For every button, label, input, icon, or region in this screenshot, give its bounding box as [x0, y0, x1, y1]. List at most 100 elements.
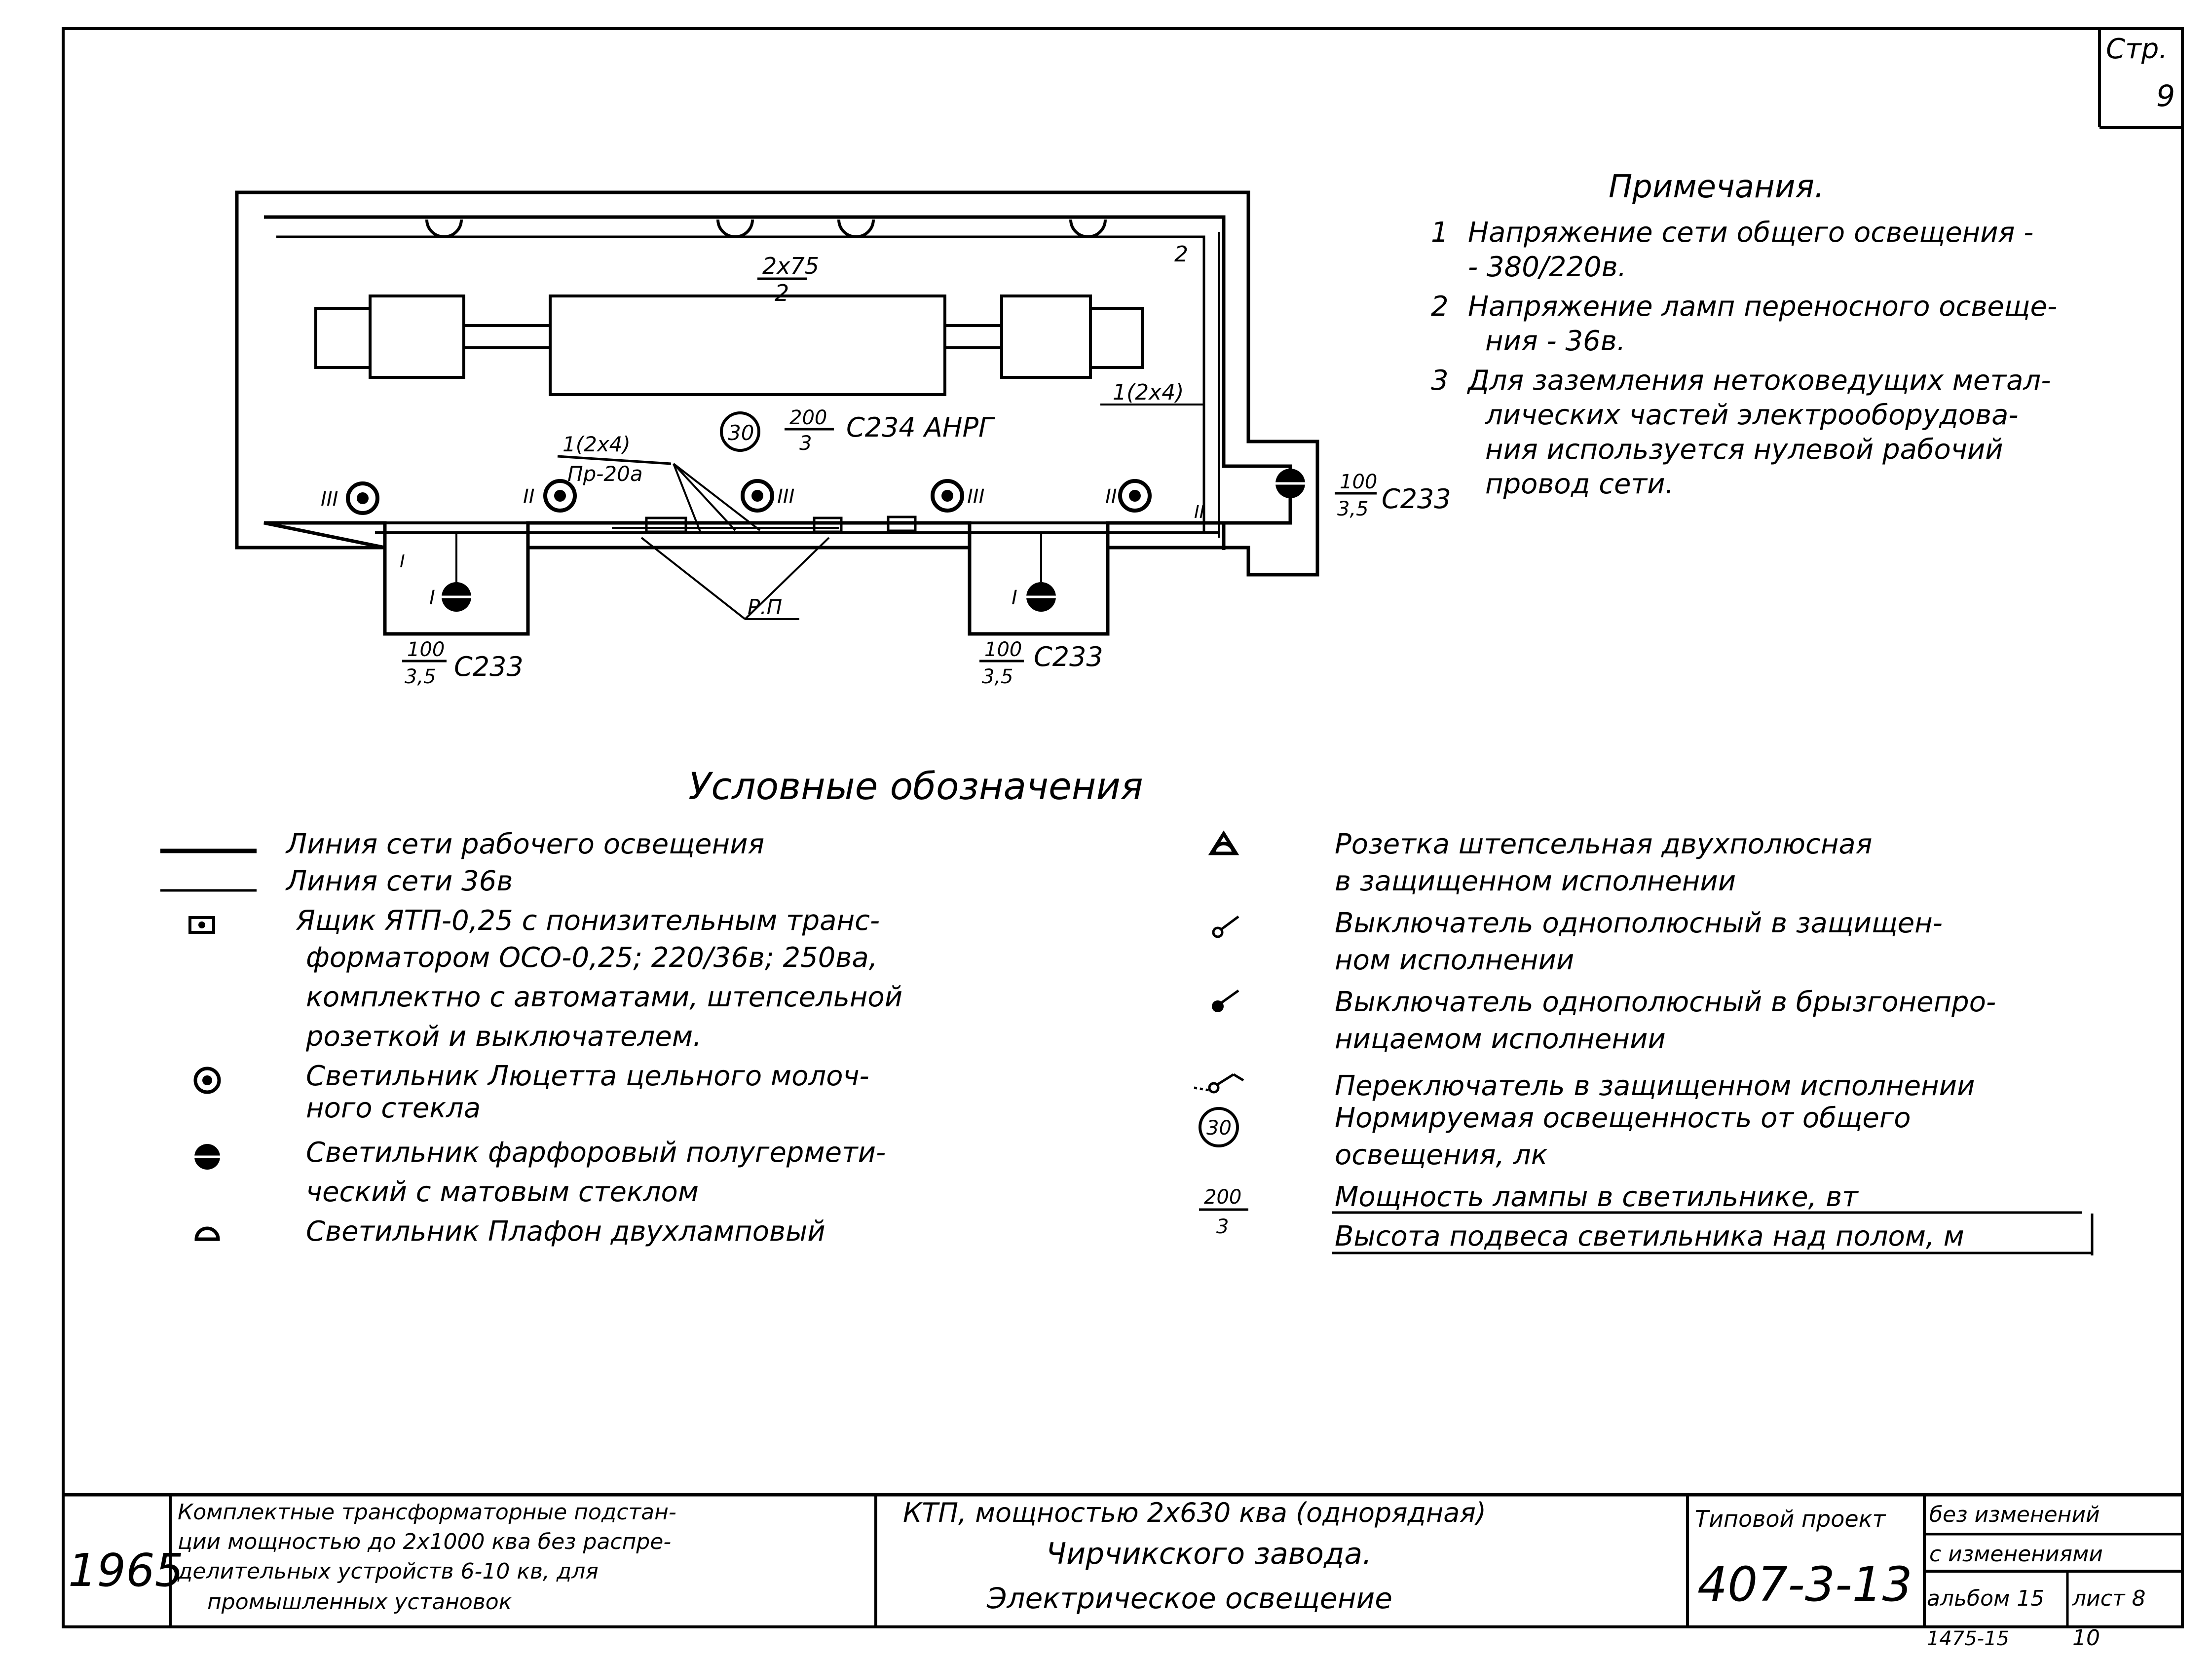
legend-right-3-1: Выключатель однополюсный в брызгонепро- — [1335, 986, 1996, 1018]
lucetta-fixture — [346, 481, 379, 515]
title-description-2: ции мощностью до 2х1000 ква без распре- — [178, 1529, 671, 1554]
legend-symbol-illuminance-icon — [1199, 1107, 1239, 1147]
ceiling-lamp — [716, 219, 754, 238]
equipment-bus — [462, 324, 552, 349]
cable-label-top: 1(2х4) — [562, 432, 631, 456]
equipment-bus — [943, 324, 1003, 349]
bottom-code: 1475-15 — [1927, 1627, 2009, 1650]
rp-label: Р.П — [748, 595, 782, 619]
legend-right-1-2: в защищенном исполнении — [1335, 865, 1736, 897]
equipment-box — [314, 307, 372, 369]
legend-symbol-power-value: 200 — [1204, 1186, 1241, 1209]
legend-symbol-socket-icon — [1208, 830, 1239, 855]
title-description-4: промышленных установок — [207, 1589, 512, 1615]
title-description-3: делительных устройств 6-10 кв, для — [177, 1559, 599, 1584]
legend-left-4-2: ного стекла — [306, 1092, 481, 1124]
porcelain-fixture — [442, 582, 471, 612]
legend-symbol-switch-icon — [1212, 915, 1239, 938]
legend: Условные обозначения Линия сети рабочего… — [160, 764, 2094, 1255]
lucetta-fixture — [931, 479, 964, 513]
note-2-line-2: ния - 36в. — [1485, 325, 1626, 357]
note-1-line-1: Напряжение сети общего освещения - — [1468, 217, 2033, 249]
roman-three: III — [321, 488, 338, 511]
ceiling-lamp — [425, 219, 463, 238]
legend-right-2-1: Выключатель однополюсный в защищен- — [1335, 907, 1943, 939]
ceiling-lamp — [837, 219, 875, 238]
legend-left-5-2: ческий с матовым стеклом — [306, 1176, 699, 1208]
note-3-line-1: Для заземления нетоковедущих метал- — [1466, 365, 2051, 397]
project-label: Типовой проект — [1695, 1506, 1886, 1532]
cable-label-bottom: Пр-20а — [567, 462, 643, 486]
roman-one: I — [1012, 587, 1017, 609]
center-lamp-den: 3 — [799, 432, 812, 455]
legend-symbol-plafond-icon — [194, 1226, 220, 1241]
floor-plan — [235, 190, 1319, 636]
equipment-box — [1000, 295, 1092, 379]
top-right-marker: 2 — [1174, 242, 1188, 267]
note-3-line-3: ния используется нулевой рабочий — [1485, 434, 2003, 466]
title-year: 1965 — [68, 1544, 184, 1597]
roman-three: III — [777, 485, 794, 508]
page-tag-number: 9 — [2156, 79, 2175, 113]
top-cable-den: 2 — [775, 280, 789, 306]
lucetta-fixture — [1118, 479, 1152, 513]
mid-annot-label: С233 — [1034, 641, 1103, 672]
album-number: альбом 15 — [1927, 1586, 2044, 1611]
left-annot-label: С233 — [454, 651, 524, 682]
ceiling-lamp — [1069, 219, 1107, 238]
rp-box — [887, 516, 917, 532]
legend-symbol-box-icon — [188, 916, 215, 934]
mid-annot-num: 100 — [984, 638, 1022, 661]
notes: Примечания. 1 Напряжение сети общего осв… — [1431, 169, 2057, 500]
legend-right-3-2: ницаемом исполнении — [1335, 1023, 1666, 1055]
left-annot-num: 100 — [407, 638, 445, 661]
sheet-frame — [62, 27, 2184, 1628]
rp-box — [645, 516, 687, 533]
legend-left-6: Светильник Плафон двухламповый — [306, 1215, 825, 1248]
roman-two: II — [1194, 502, 1204, 522]
legend-left-3-3: комплектно с автоматами, штепсельной — [306, 981, 902, 1013]
legend-right-2-2: ном исполнении — [1335, 944, 1574, 976]
title-description-1: Комплектные трансформаторные подстан- — [178, 1500, 676, 1525]
equipment-main — [549, 295, 946, 396]
rp-box — [813, 516, 843, 533]
legend-symbol-height-value: 3 — [1216, 1215, 1229, 1238]
center-fixture-label: С234 АНРГ — [846, 412, 995, 443]
title-block: 1965 Комплектные трансформаторные подста… — [63, 1493, 2182, 1651]
legend-left-2: Линия сети 36в — [285, 865, 513, 897]
illuminance-value: 30 — [728, 421, 754, 445]
outer-wall — [235, 190, 1319, 636]
note-1-line-2: - 380/220в. — [1468, 251, 1626, 283]
roman-one: I — [400, 552, 405, 572]
legend-symbol-lucetta-icon — [193, 1067, 221, 1094]
page-tag-label: Стр. — [2106, 33, 2168, 65]
roman-two: II — [1105, 485, 1117, 508]
legend-left-3-1: Ящик ЯТП-0,25 с понизительным транс- — [296, 905, 880, 937]
lucetta-fixture — [741, 479, 774, 513]
legend-symbol-changeover-switch-icon — [1194, 1073, 1244, 1094]
legend-right-4: Переключатель в защищенном исполнении — [1335, 1070, 1975, 1102]
right-cable-label: 1(2х4) — [1113, 380, 1184, 405]
note-3-number: 3 — [1431, 365, 1449, 397]
legend-title: Условные обозначения — [688, 764, 1143, 808]
bottom-number: 10 — [2072, 1625, 2100, 1651]
status-unchanged: без изменений — [1929, 1502, 2100, 1527]
page-tag: Стр. 9 — [2098, 29, 2182, 129]
porcelain-fixture — [1275, 469, 1305, 498]
roman-three: III — [967, 485, 984, 508]
roman-one: I — [429, 587, 435, 609]
equipment-box — [369, 295, 465, 379]
plan-fixtures — [346, 469, 1305, 612]
notes-title: Примечания. — [1609, 169, 1824, 205]
legend-left-5-1: Светильник фарфоровый полугермети- — [306, 1137, 886, 1169]
note-2-line-1: Напряжение ламп переносного освеще- — [1468, 291, 2057, 323]
note-2-number: 2 — [1431, 291, 1449, 323]
legend-symbol-illuminance-value: 30 — [1206, 1117, 1232, 1140]
legend-right-5-2: освещения, лк — [1335, 1139, 1548, 1171]
title-center-3: Электрическое освещение — [986, 1582, 1392, 1615]
legend-symbol-splashproof-switch-icon — [1212, 989, 1239, 1012]
top-cable-num: 2х75 — [762, 253, 819, 279]
title-center-2: Чирчикского завода. — [1046, 1537, 1372, 1571]
legend-left-1: Линия сети рабочего освещения — [285, 828, 764, 860]
